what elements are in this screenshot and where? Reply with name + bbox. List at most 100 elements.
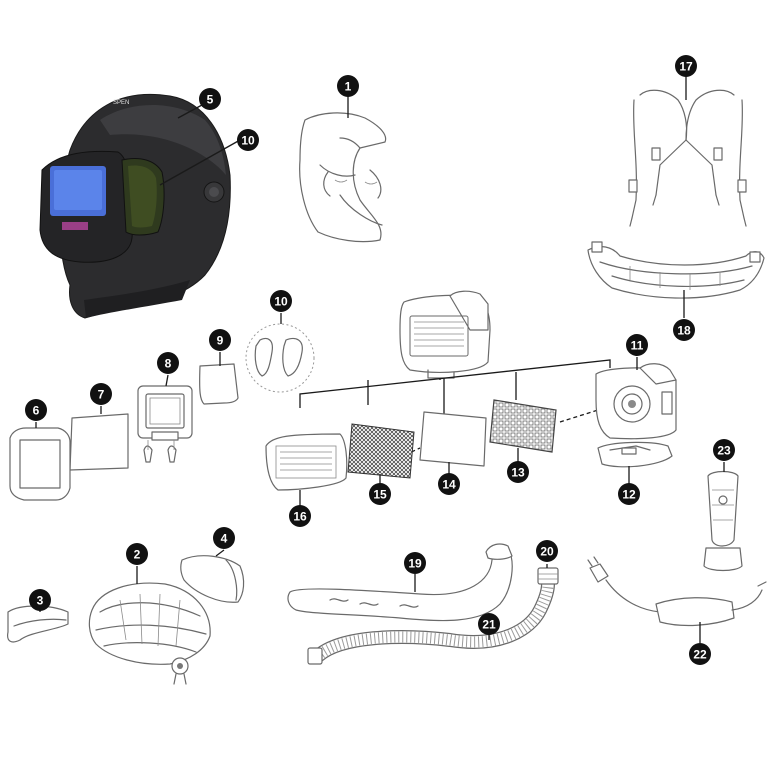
callout-18-label: 18 [677,324,691,338]
callout-2-badge: 2 [126,543,148,565]
blower-housing [595,363,677,440]
callout-19-badge: 19 [404,552,426,574]
callout-8-circle [157,352,179,374]
callout-10a-label: 10 [241,134,255,148]
face-seal [299,112,387,243]
callout-14-circle [438,473,460,495]
particle-filter [489,399,557,453]
pre-filter [419,411,487,467]
callout-10a-circle [237,129,259,151]
inner-cover-lens [199,363,239,405]
callout-2-circle [126,543,148,565]
callout-10b-circle [270,290,292,312]
callout-16-label: 16 [293,510,307,524]
callout-3-circle [29,589,51,611]
welding-helmet: SPEN [39,93,231,319]
callout-8-badge: 8 [157,352,179,374]
callout-10b-label: 10 [274,295,288,309]
callout-7-badge: 7 [90,383,112,405]
breathing-tube-cover [287,543,513,622]
callout-3-label: 3 [37,594,44,608]
callout-9-circle [209,329,231,351]
callout-14-badge: 14 [438,473,460,495]
callout-12-badge: 12 [618,483,640,505]
callout-22-badge: 22 [689,643,711,665]
callout-19-circle [404,552,426,574]
callout-5-badge: 5 [199,88,221,110]
callout-18-circle [673,319,695,341]
airflow-indicator [703,470,743,572]
battery-pack [597,441,673,468]
callout-7-circle [90,383,112,405]
callout-10a-badge: 10 [237,129,259,151]
callout-18-badge: 18 [673,319,695,341]
battery-charger [587,556,767,627]
callout-14-label: 14 [442,478,456,492]
callout-11-badge: 11 [626,334,648,356]
callout-13-badge: 13 [507,461,529,483]
callout-7-label: 7 [98,388,105,402]
callout-16-circle [289,505,311,527]
callout-2-label: 2 [134,548,141,562]
callout-5-label: 5 [207,93,214,107]
shoulder-harness [628,89,747,227]
callout-17-badge: 17 [675,55,697,77]
callout-15-badge: 15 [369,483,391,505]
sweatband [7,605,69,643]
callout-6-circle [25,399,47,421]
callout-17-circle [675,55,697,77]
callout-22-circle [689,643,711,665]
callout-9-label: 9 [217,334,224,348]
callout-21-label: 21 [482,618,496,632]
callout-20-circle [536,540,558,562]
callout-15-label: 15 [373,488,387,502]
callout-4-circle [213,527,235,549]
callout-22-label: 22 [693,648,707,662]
callout-1-label: 1 [345,80,352,94]
hose-connector [537,567,559,585]
callout-23-label: 23 [717,444,731,458]
callout-1-badge: 1 [337,75,359,97]
callout-1-circle [337,75,359,97]
callout-13-circle [507,461,529,483]
lens-insert-pair [245,323,315,393]
waist-belt [587,241,765,299]
papr-blower-unit [399,290,491,379]
callout-4-label: 4 [221,532,228,546]
callout-17-label: 17 [679,60,693,74]
callout-20-badge: 20 [536,540,558,562]
spark-arrestor-mesh [347,423,415,479]
callout-10b-badge: 10 [270,290,292,312]
callout-23-circle [713,439,735,461]
breathing-hose [307,577,555,665]
callout-5-circle [199,88,221,110]
comfort-pad [180,555,245,603]
callout-4-badge: 4 [213,527,235,549]
callout-23-badge: 23 [713,439,735,461]
callout-leaders [35,76,725,643]
callout-11-circle [626,334,648,356]
headgear [88,582,211,685]
front-lens-frame [9,427,71,501]
callout-21-badge: 21 [478,613,500,635]
callout-15-circle [369,483,391,505]
callout-9-badge: 9 [209,329,231,351]
helmet-brand-text: SPEN [113,100,129,106]
callout-12-label: 12 [622,488,636,502]
callout-20-label: 20 [540,545,554,559]
callout-21-circle [478,613,500,635]
callout-badges: 5 10 1 17 18 10 9 8 7 6 11 12 16 15 14 13 23 2 4 3 19 20 21 22 [25,55,735,665]
callout-19-label: 19 [408,557,422,571]
callout-3-badge: 3 [29,589,51,611]
adf-cartridge [137,385,193,463]
callout-13-label: 13 [511,466,525,480]
callout-8-label: 8 [165,357,172,371]
filter-cover [265,433,348,491]
callout-12-circle [618,483,640,505]
outer-cover-plate [69,413,129,471]
callout-6-label: 6 [33,404,40,418]
callout-6-badge: 6 [25,399,47,421]
callout-11-label: 11 [631,339,644,353]
